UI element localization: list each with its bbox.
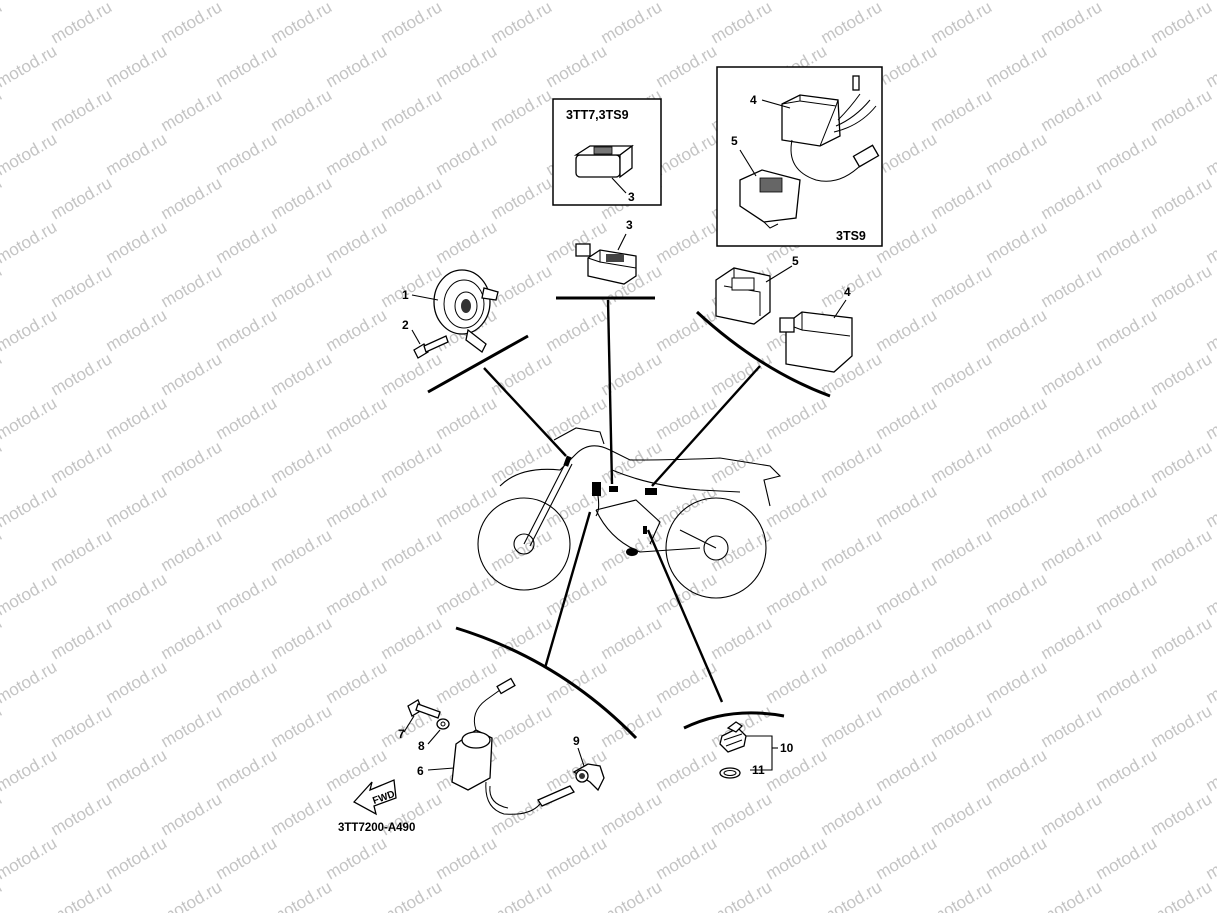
inset-large-title: 3TS9 [836,229,866,243]
fwd-arrow-icon: FWD [352,779,397,816]
motorcycle-outline [477,427,782,599]
cdi-box-main [779,311,853,373]
diagram-code: 3TT7200-A490 [338,822,415,834]
callout-9: 9 [573,734,580,748]
inset-box-large: 3TS9 4 5 [716,66,883,247]
horn-icon [433,269,499,353]
callout-8: 8 [418,739,425,753]
control-unit-icon [781,75,880,182]
bolt-icon [407,699,441,719]
washer-icon [436,718,450,730]
callout-11: 11 [752,763,765,777]
callout-3-inset: 3 [628,190,635,204]
spark-plug-cap-icon [572,763,605,792]
neutral-switch-icon [719,721,747,753]
relay-main [575,233,637,285]
callout-7: 7 [398,727,405,741]
inset-small-title: 3TT7,3TS9 [566,108,629,122]
bracket-main [715,267,771,325]
callout-6: 6 [417,764,424,778]
ignition-coil-icon [451,677,575,815]
relay-icon [573,144,634,179]
bolt-icon [413,335,449,359]
callout-2: 2 [402,318,409,332]
bracket-icon [739,169,801,229]
callout-4: 4 [844,285,851,299]
callout-3: 3 [626,218,633,232]
callout-10: 10 [780,741,794,755]
callout-5-inset: 5 [731,134,738,148]
callout-1: 1 [402,288,409,302]
callout-4-inset: 4 [750,93,757,107]
inset-box-small: 3TT7,3TS9 3 [552,98,662,206]
o-ring-icon [719,767,741,779]
callout-5: 5 [792,254,799,268]
